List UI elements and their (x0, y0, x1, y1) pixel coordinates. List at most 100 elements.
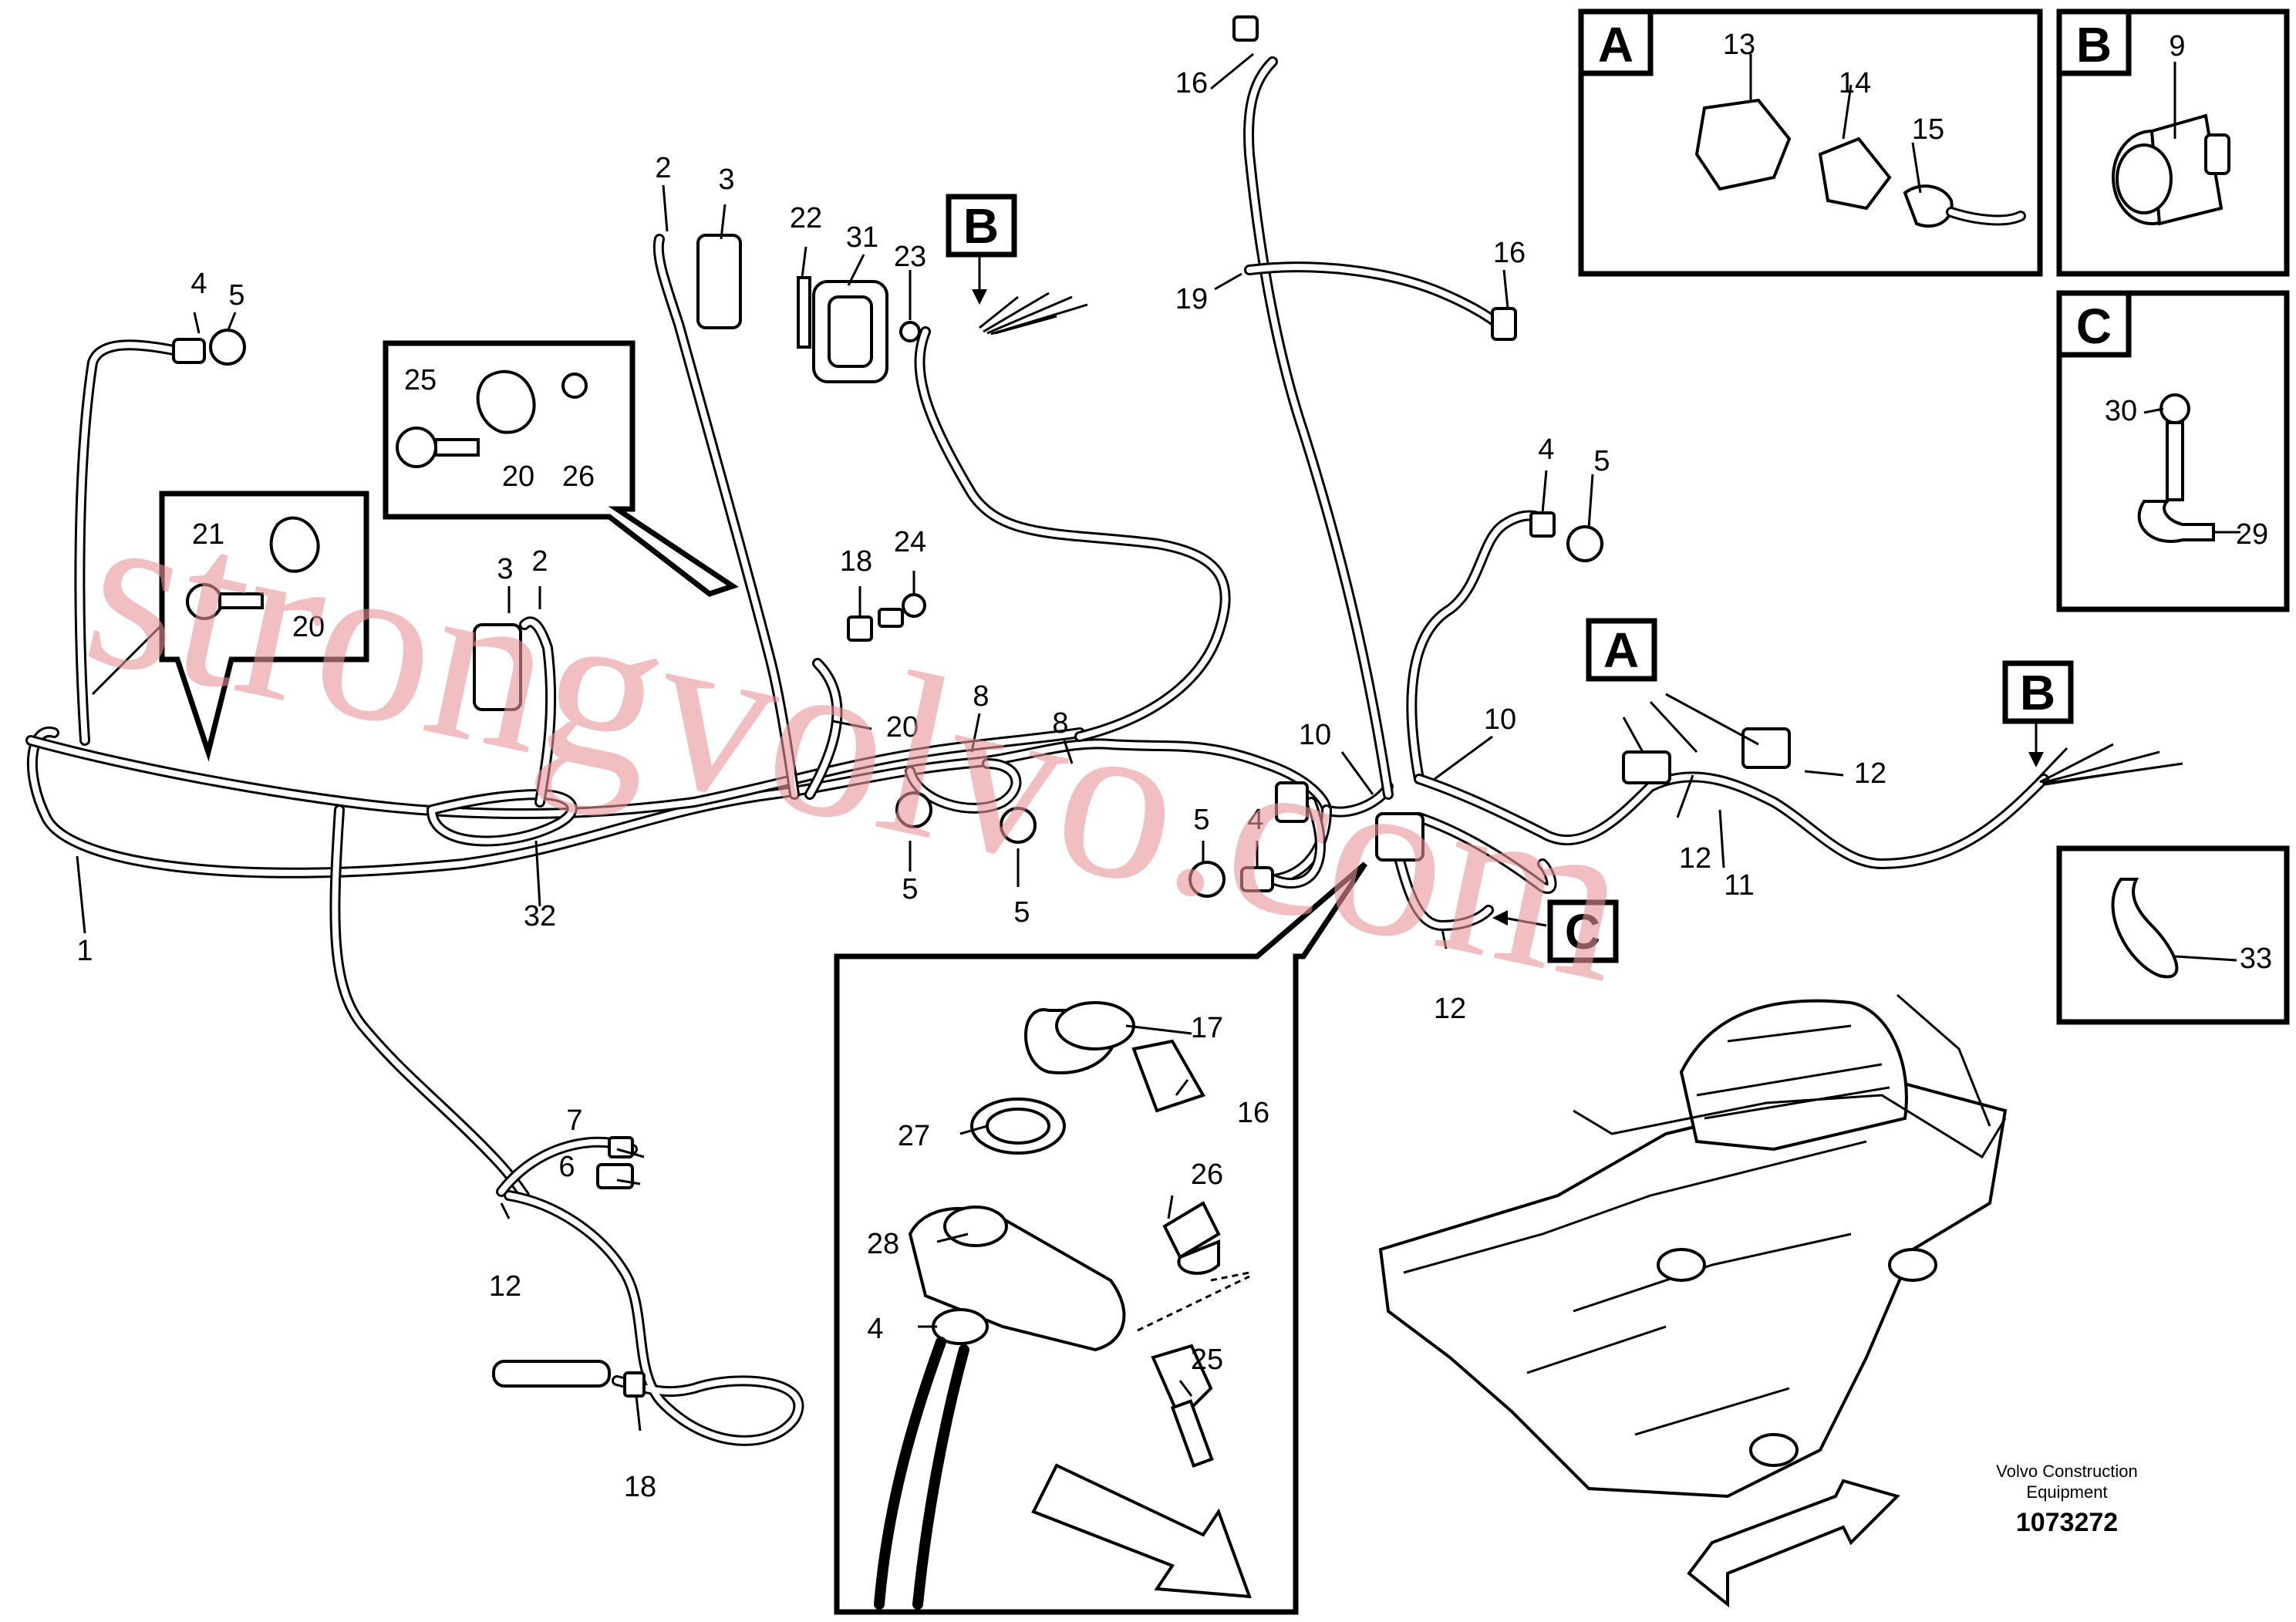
watermark: strongvolvo.com (68, 456, 1649, 1031)
inset-sensor-detail (834, 862, 1367, 1615)
callout-5: 5 (1593, 445, 1610, 477)
callout-16: 16 (1493, 237, 1526, 269)
callout-box-a-main (1586, 618, 1657, 682)
leader-lines (76, 52, 2240, 1431)
callout-18: 18 (840, 545, 872, 578)
callout-25: 25 (1191, 1344, 1223, 1376)
relay-3-top (696, 234, 742, 329)
connector-16-right (1491, 307, 1517, 341)
callout-2: 2 (655, 152, 671, 184)
callout-1: 1 (76, 935, 93, 967)
b-wire-ends (979, 292, 2183, 786)
pointer-arrows (972, 251, 2044, 927)
relay-3-mid (473, 623, 522, 711)
callout-12: 12 (1679, 842, 1711, 875)
callout-14: 14 (1839, 67, 1871, 99)
sleeve-18-bottom (492, 1360, 611, 1388)
callout-16: 16 (1175, 67, 1208, 99)
connector-a-2 (1741, 727, 1791, 769)
callout-12: 12 (1434, 993, 1466, 1025)
part-number-callouts: 4 5 1 2 3 25 20 26 21 20 3 2 22 31 23 18… (76, 29, 2272, 1503)
callout-30: 30 (2105, 395, 2137, 427)
callout-24: 24 (894, 526, 926, 558)
cap-5-right (1566, 525, 1603, 562)
letter-b-top: B (963, 198, 999, 254)
callout-4: 4 (1247, 804, 1263, 836)
letter-callouts: B A B C A B C (946, 17, 2112, 963)
callout-12: 12 (1854, 757, 1886, 790)
callout-28: 28 (867, 1228, 899, 1260)
detail-b-panel (2056, 8, 2290, 277)
connectors (172, 15, 1791, 1398)
callout-29: 29 (2236, 518, 2268, 551)
callout-23: 23 (894, 241, 926, 273)
callout-8: 8 (1052, 707, 1068, 740)
letter-a-main: A (1603, 622, 1639, 678)
document-number: 1073272 (2016, 1508, 2118, 1537)
footer-block: Volvo Construction Equipment 1073272 (1996, 1462, 2137, 1537)
callout-26: 26 (1191, 1158, 1223, 1191)
company-line-2: Equipment (2026, 1482, 2107, 1502)
letter-c-main: C (1565, 904, 1600, 959)
callout-26: 26 (562, 460, 595, 493)
callout-18: 18 (624, 1471, 656, 1503)
callout-box-b-right (2002, 660, 2074, 724)
grommet-31-inner (828, 295, 873, 368)
callout-27: 27 (898, 1120, 930, 1152)
connector-18-bottom (623, 1371, 646, 1398)
callout-15: 15 (1912, 113, 1944, 146)
nut-23 (899, 321, 921, 342)
bracket-22 (797, 276, 811, 349)
callout-21: 21 (192, 518, 224, 551)
callout-12: 12 (489, 1270, 521, 1303)
callout-31: 31 (846, 221, 878, 254)
letter-c-panel: C (2076, 298, 2112, 354)
callout-10: 10 (1299, 719, 1331, 751)
connector-4-right (1529, 511, 1556, 538)
inset-bolt-clamp-left (91, 491, 369, 762)
detail-33-panel (2056, 845, 2290, 1025)
callout-2: 2 (531, 545, 548, 578)
callout-4: 4 (1538, 433, 1554, 466)
callout-11: 11 (1724, 869, 1754, 902)
callout-7: 7 (566, 1104, 582, 1137)
detail-a-panel (1578, 8, 2043, 277)
letter-a-panel: A (1598, 17, 1633, 73)
callout-5: 5 (902, 873, 918, 905)
callout-9: 9 (2169, 30, 2185, 62)
callout-3: 3 (497, 553, 513, 585)
connector-16-top (1232, 15, 1259, 42)
callout-22: 22 (790, 202, 822, 234)
connector-5-center (1188, 861, 1226, 898)
connector-6 (596, 1163, 634, 1189)
callout-25: 25 (404, 364, 437, 396)
letter-b-right: B (2020, 665, 2055, 720)
callout-10: 10 (1484, 703, 1516, 736)
callout-33: 33 (2240, 943, 2272, 975)
callout-4: 4 (867, 1313, 883, 1345)
connector-5-mid-a (895, 791, 932, 828)
callout-box-c (1547, 899, 1619, 963)
cap-5-left (209, 329, 246, 366)
callout-3: 3 (718, 164, 734, 196)
sensor-17-small (1375, 812, 1424, 862)
company-line-1: Volvo Construction (1996, 1462, 2137, 1481)
callout-5: 5 (1193, 804, 1209, 836)
detail-c-panel (2056, 290, 2290, 612)
callout-20: 20 (502, 460, 534, 493)
clamp-10-left (1275, 781, 1309, 823)
callout-8: 8 (973, 680, 989, 713)
callout-20: 20 (292, 611, 325, 643)
callout-5: 5 (228, 279, 244, 312)
callout-19: 19 (1175, 283, 1208, 315)
callout-box-b-top (946, 194, 1017, 258)
connector-7 (608, 1136, 634, 1158)
callout-32: 32 (524, 900, 556, 932)
callout-13: 13 (1723, 29, 1755, 61)
callout-6: 6 (558, 1151, 575, 1183)
connector-5-mid-b (1000, 807, 1037, 844)
callout-5: 5 (1013, 896, 1030, 929)
connector-4-left (172, 338, 206, 364)
inset-bolt-clamp-top (383, 340, 739, 597)
